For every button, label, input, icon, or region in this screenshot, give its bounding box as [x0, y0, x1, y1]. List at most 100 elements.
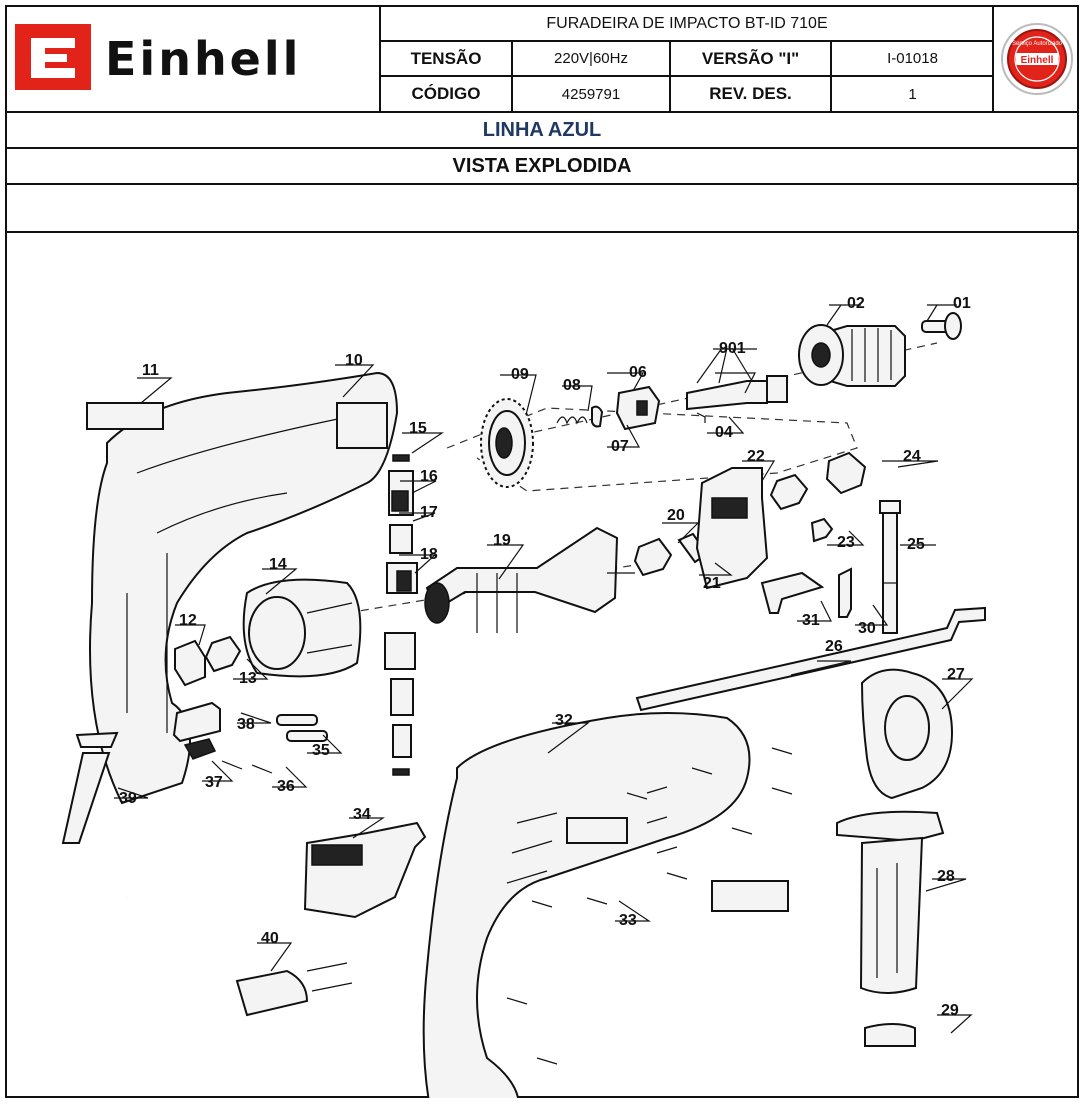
callout-06: 06	[629, 364, 647, 381]
callout-18: 18	[420, 546, 438, 563]
brush-assembly-top	[386, 454, 418, 594]
einhell-logo: Einhell	[15, 24, 301, 90]
callout-37: 37	[205, 774, 223, 791]
codigo-value: 4259791	[513, 77, 671, 111]
part-10-housing	[89, 371, 399, 805]
rating-label	[711, 880, 789, 912]
callout-10: 10	[345, 352, 363, 369]
callout-26: 26	[825, 638, 843, 655]
callout-16: 16	[420, 468, 438, 485]
callout-19: 19	[493, 532, 511, 549]
logo-wordmark: Einhell	[105, 32, 301, 86]
part-04	[696, 412, 706, 423]
callout-14: 14	[269, 556, 287, 573]
callout-20: 20	[667, 507, 685, 524]
part-36-screws	[221, 760, 273, 774]
callout-40: 40	[261, 930, 279, 947]
part-11-label	[86, 402, 164, 430]
authorized-service-seal: Serviço Autorizado Einhell	[1000, 23, 1073, 95]
callout-23: 23	[837, 534, 855, 551]
callout-30: 30	[858, 620, 876, 637]
part-12	[174, 639, 206, 687]
document-sheet: Einhell FURADEIRA DE IMPACTO BT-ID 710E …	[5, 5, 1079, 1098]
header-grid: FURADEIRA DE IMPACTO BT-ID 710E TENSÃO 2…	[381, 7, 993, 111]
callout-13: 13	[239, 670, 257, 687]
part-32-housing	[422, 712, 751, 1098]
service-seal-cell: Serviço Autorizado Einhell	[992, 7, 1079, 111]
divider	[7, 111, 1077, 113]
product-line: LINHA AZUL	[482, 118, 602, 141]
callout-12: 12	[179, 612, 197, 629]
part-06	[615, 385, 661, 431]
callout-24: 24	[903, 448, 921, 465]
callout-33: 33	[619, 912, 637, 929]
part-22-gearbox	[695, 467, 769, 590]
part-31	[760, 571, 825, 614]
callout-15: 15	[409, 420, 427, 437]
versao-label: VERSÃO "I"	[671, 42, 832, 77]
versao-value: I-01018	[832, 42, 993, 77]
product-title: FURADEIRA DE IMPACTO BT-ID 710E	[381, 7, 993, 42]
part-23-nut	[769, 473, 809, 511]
part-07	[591, 405, 604, 428]
exploded-view-drawing: 01 02 901 04 06 07 08 09 10 11 15 16 17 …	[61, 295, 986, 1098]
part-09-gear	[480, 398, 534, 488]
callout-31: 31	[802, 612, 820, 629]
callout-01: 01	[953, 295, 971, 312]
callout-22: 22	[747, 448, 765, 465]
part-37	[183, 738, 217, 760]
part-02-chuck	[798, 324, 906, 387]
callout-17: 17	[420, 504, 438, 521]
part-38	[172, 701, 221, 743]
part-19-armature	[424, 526, 635, 633]
part-34-switch	[303, 821, 427, 919]
seal-caption: Serviço Autorizado	[1011, 41, 1062, 47]
divider	[7, 231, 1077, 233]
callout-35: 35	[312, 742, 330, 759]
divider	[7, 147, 1077, 149]
part-30	[838, 567, 852, 618]
callout-38: 38	[237, 716, 255, 733]
codigo-label: CÓDIGO	[381, 77, 513, 111]
callout-11: 11	[142, 362, 159, 379]
part-39	[61, 731, 119, 844]
brush-assembly-bottom	[384, 632, 416, 776]
callout-29: 29	[941, 1002, 959, 1019]
brand-logo-cell: Einhell	[7, 7, 381, 111]
part-28-aux-handle	[836, 810, 945, 994]
part-01	[921, 312, 962, 340]
rev-value: 1	[908, 85, 917, 103]
callout-28: 28	[937, 868, 955, 885]
callout-34: 34	[353, 806, 371, 823]
part-20	[633, 537, 673, 577]
part-13	[204, 635, 242, 673]
callout-07: 07	[611, 438, 629, 455]
callout-25: 25	[907, 536, 925, 553]
part-24-nut	[825, 451, 867, 495]
part-26-depth-rod	[635, 606, 986, 712]
part-14-stator	[242, 578, 362, 678]
part-901-spindle	[686, 347, 788, 411]
seal-brand: Einhell	[1020, 55, 1053, 66]
part-33-screws	[506, 747, 793, 1065]
part-25-rod	[879, 500, 901, 634]
callout-27: 27	[947, 666, 965, 683]
part-08-spring	[556, 416, 588, 425]
callout-39: 39	[119, 790, 137, 807]
part-27-clamp	[860, 668, 954, 800]
tensao-label: TENSÃO	[381, 42, 513, 77]
tensao-value: 220V|60Hz	[513, 42, 671, 77]
view-title: VISTA EXPLODIDA	[452, 154, 632, 177]
rev-label: REV. DES.	[671, 77, 832, 111]
part-23	[810, 517, 834, 543]
callout-02: 02	[847, 295, 865, 312]
callout-09: 09	[511, 366, 529, 383]
callout-04: 04	[715, 424, 733, 441]
callout-36: 36	[277, 778, 295, 795]
callout-21: 21	[703, 575, 721, 592]
callout-08: 08	[563, 377, 581, 394]
part-29	[864, 1023, 916, 1047]
callout-32: 32	[555, 712, 573, 729]
divider	[7, 183, 1077, 185]
part-40-power-cord	[125, 897, 353, 1020]
